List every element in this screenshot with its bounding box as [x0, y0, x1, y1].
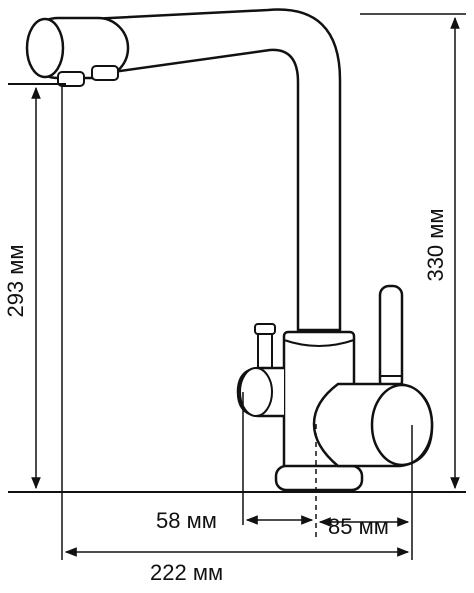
spout-reach-label: 222 мм — [150, 560, 224, 585]
body-top-ring — [283, 339, 355, 347]
right-handle-face — [370, 383, 434, 467]
right-handle-stem — [378, 284, 404, 392]
spout-tip — [25, 17, 65, 79]
total-height-label: 330 мм — [423, 208, 448, 282]
left-handle-face — [239, 367, 273, 417]
handle-offset-label: 58 мм — [156, 508, 217, 533]
left-handle-cap — [254, 323, 276, 335]
aerator-left — [57, 71, 85, 87]
body-to-handle-label: 85 мм — [328, 514, 389, 539]
faucet-base — [274, 464, 364, 492]
spout-height-label: 293 мм — [3, 244, 28, 318]
aerator-right — [91, 65, 119, 81]
